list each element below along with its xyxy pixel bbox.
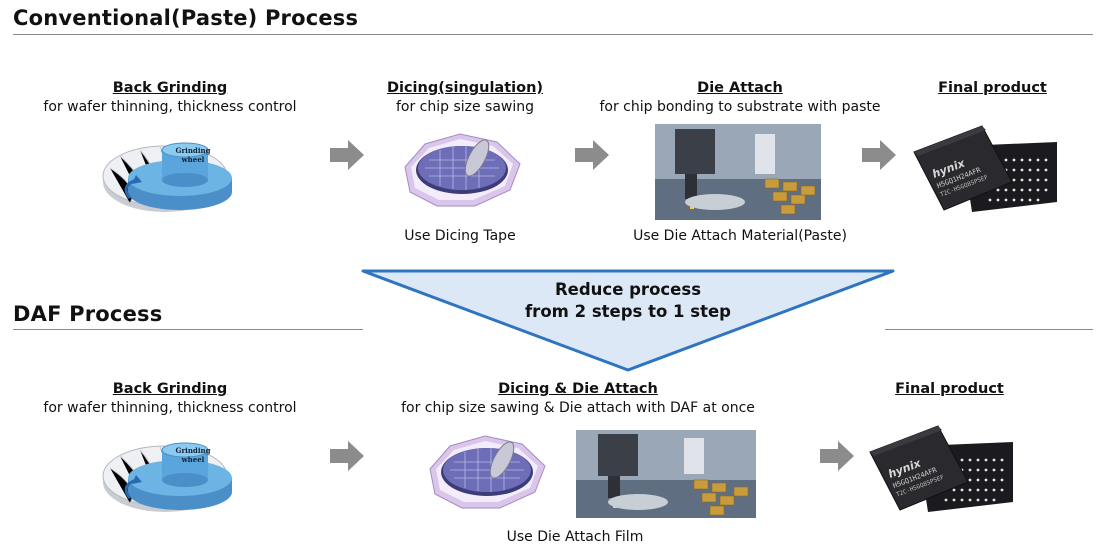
grinding-wheel-label: Grinding wheel bbox=[175, 146, 211, 164]
conv-back-grinding-title: Back Grinding bbox=[112, 80, 228, 96]
conv-dicing-title: Dicing(singulation) bbox=[386, 80, 544, 96]
conv-step-dicing: Dicing(singulation) for chip size sawing bbox=[355, 80, 575, 115]
grinding-wheel-illustration bbox=[100, 428, 235, 516]
process-arrow bbox=[575, 140, 609, 170]
die-attach-machine-illustration bbox=[576, 430, 756, 518]
grinding-wheel-label: Grinding wheel bbox=[175, 446, 211, 464]
caption-die-attach-film: Use Die Attach Film bbox=[506, 529, 644, 545]
conv-step-final: Final product bbox=[915, 80, 1070, 96]
daf-divider-left bbox=[13, 329, 363, 330]
daf-divider-right bbox=[885, 329, 1093, 330]
conv-die-attach-sub: for chip bonding to substrate with paste bbox=[599, 99, 881, 115]
conventional-section-title: Conventional(Paste) Process bbox=[13, 6, 359, 30]
conv-final-title: Final product bbox=[938, 80, 1047, 96]
die-attach-machine-illustration bbox=[655, 124, 821, 220]
daf-step-back-grinding: Back Grinding for wafer thinning, thickn… bbox=[30, 381, 310, 416]
process-arrow bbox=[330, 441, 364, 471]
dicing-wafer-illustration bbox=[410, 424, 560, 519]
memory-chip-illustration: hynix H5GQ1H24AFR T2C-H5GQ8SPSEF bbox=[868, 420, 1018, 520]
daf-dicing-attach-title: Dicing & Die Attach bbox=[498, 381, 658, 397]
reduce-process-text: Reduce process from 2 steps to 1 step bbox=[478, 279, 778, 323]
conventional-divider bbox=[13, 34, 1093, 35]
conv-step-back-grinding: Back Grinding for wafer thinning, thickn… bbox=[30, 80, 310, 115]
dicing-wafer-illustration bbox=[385, 122, 535, 217]
daf-step-dicing-attach: Dicing & Die Attach for chip size sawing… bbox=[398, 381, 758, 416]
process-arrow bbox=[862, 140, 896, 170]
daf-final-title: Final product bbox=[895, 381, 1004, 397]
caption-dicing-tape: Use Dicing Tape bbox=[404, 228, 516, 244]
process-arrow bbox=[330, 140, 364, 170]
conv-dicing-sub: for chip size sawing bbox=[395, 99, 535, 115]
daf-back-grinding-title: Back Grinding bbox=[112, 381, 228, 397]
daf-section-title: DAF Process bbox=[13, 302, 163, 326]
reduce-process-funnel bbox=[360, 268, 896, 373]
daf-back-grinding-sub: for wafer thinning, thickness control bbox=[43, 400, 297, 416]
reduce-line-1: Reduce process bbox=[554, 280, 702, 299]
reduce-line-2: from 2 steps to 1 step bbox=[525, 302, 731, 321]
caption-die-attach-paste: Use Die Attach Material(Paste) bbox=[633, 228, 847, 244]
memory-chip-illustration: hynix H5GQ1H24AFR T2C-H5GQ8SPSEF bbox=[912, 120, 1062, 220]
process-arrow bbox=[820, 441, 854, 471]
conv-die-attach-title: Die Attach bbox=[697, 80, 783, 96]
daf-step-final: Final product bbox=[872, 381, 1027, 397]
grinding-wheel-illustration bbox=[100, 128, 235, 216]
conv-step-die-attach: Die Attach for chip bonding to substrate… bbox=[590, 80, 890, 115]
conv-back-grinding-sub: for wafer thinning, thickness control bbox=[43, 99, 297, 115]
daf-dicing-attach-sub: for chip size sawing & Die attach with D… bbox=[401, 400, 755, 416]
